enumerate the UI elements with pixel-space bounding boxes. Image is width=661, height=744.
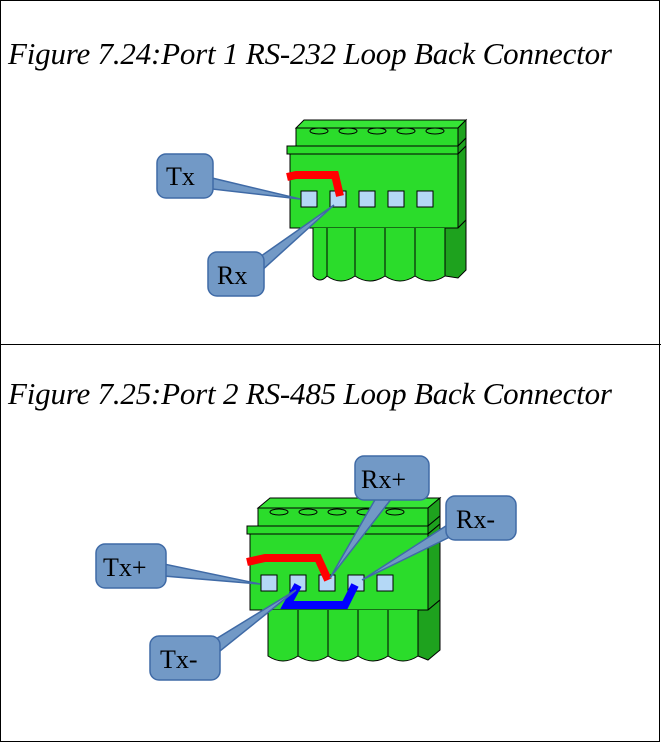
red-wire — [286, 171, 344, 197]
rx-minus-label: Rx- — [456, 505, 495, 534]
figure-caption: Figure 7.24:Port 1 RS-232 Loop Back Conn… — [8, 36, 612, 71]
tx-label: Tx — [166, 162, 195, 191]
tx-callout: Tx — [156, 153, 301, 200]
figure-divider — [0, 344, 661, 345]
tx-plus-label: Tx+ — [103, 553, 147, 582]
rx-minus-callout: Rx- — [361, 495, 517, 581]
blue-wire — [280, 583, 359, 609]
rx-plus-callout: Rx+ — [329, 455, 430, 579]
rx-callout: Rx — [207, 204, 335, 297]
red-wire — [246, 554, 332, 582]
tx-plus-callout: Tx+ — [95, 543, 261, 589]
tx-minus-callout: Tx- — [149, 589, 297, 681]
figure-caption: Figure 7.25:Port 2 RS-485 Loop Back Conn… — [8, 376, 612, 411]
rx-plus-label: Rx+ — [361, 465, 406, 494]
tx-minus-label: Tx- — [160, 645, 198, 674]
rs232-connector — [286, 118, 468, 282]
rx-label: Rx — [217, 261, 247, 290]
rs485-connector — [246, 496, 442, 662]
